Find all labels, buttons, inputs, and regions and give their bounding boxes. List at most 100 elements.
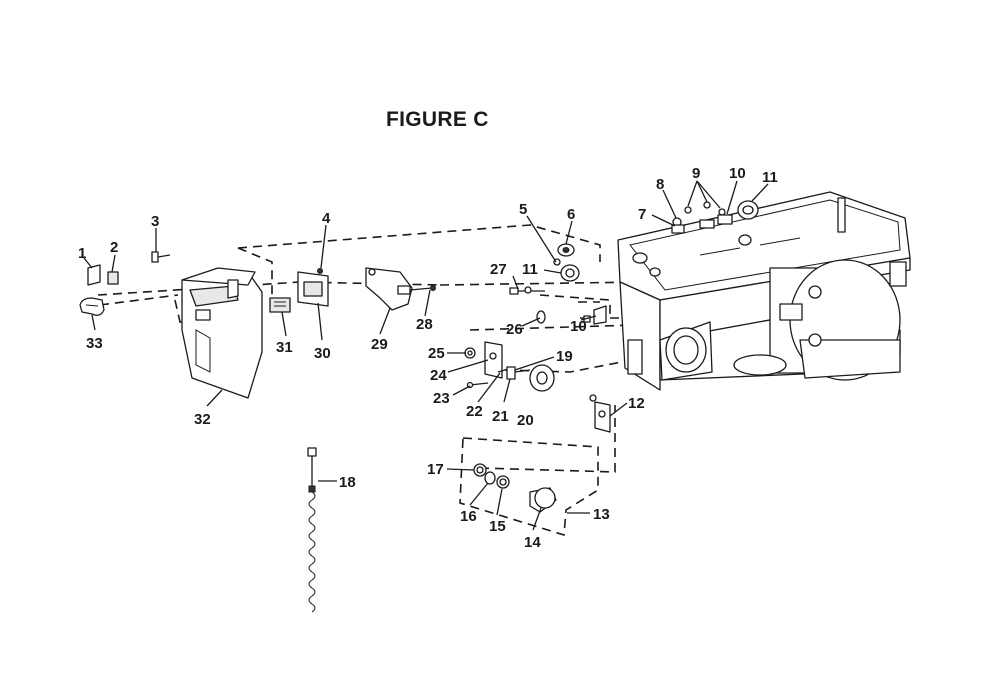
callout-labels: 1 2 3 4 5 6 7 8 9 10 11 27 11 26 10 25 1… (78, 165, 778, 551)
callout-3: 3 (151, 213, 159, 230)
callout-11-mid: 11 (522, 261, 538, 278)
callout-22: 22 (466, 403, 483, 420)
leader-23 (452, 385, 471, 396)
callout-31: 31 (276, 339, 293, 356)
dash-washer-line (539, 294, 611, 318)
switch-parts (473, 394, 611, 513)
part-9-screw-b (703, 201, 711, 209)
casting-hole-1 (632, 252, 648, 264)
cord-plug (307, 447, 317, 457)
casting-top-inner (629, 199, 901, 291)
callout-15: 15 (489, 518, 506, 535)
part-32-label-area (195, 329, 211, 373)
motor-bolt-top (808, 285, 822, 299)
part-28-screw-head (430, 285, 436, 291)
leader-6 (565, 220, 573, 245)
leader-15 (496, 488, 503, 516)
dash-bracket-line (469, 324, 636, 331)
part-21-spacer (506, 366, 516, 380)
casting-right-tab (889, 261, 907, 287)
part-2-clip (107, 271, 119, 285)
motor-base (799, 339, 901, 379)
leader-22 (477, 372, 501, 403)
part-27-nut (524, 286, 532, 294)
dash-front-right (439, 281, 641, 305)
part-24-bracket (484, 341, 503, 379)
leader-27 (512, 275, 519, 290)
part-18-cord (307, 447, 317, 613)
dash-top-left-drop (237, 247, 273, 300)
leader-19 (514, 356, 555, 371)
callout-17: 17 (427, 461, 444, 478)
leader-1 (83, 257, 93, 269)
callout-12: 12 (628, 395, 645, 412)
front-housing-parts (79, 251, 436, 399)
part-12-screw (589, 394, 597, 402)
callout-8: 8 (656, 176, 664, 193)
cord-strain-relief (308, 485, 316, 493)
part-31-switch (269, 297, 291, 313)
casting-hole-2 (649, 267, 661, 277)
leader-21 (503, 378, 511, 403)
callout-10-top: 10 (729, 165, 746, 182)
part-32-switch-slot (195, 309, 211, 321)
part-28-screw-shank (409, 287, 433, 291)
callout-10-mid: 10 (570, 318, 587, 335)
leader-12 (609, 402, 628, 417)
part-12-hole (598, 410, 606, 418)
part-27-screw-head (509, 287, 519, 295)
callout-20: 20 (517, 412, 534, 429)
part-17-nut-hole (476, 466, 484, 474)
leader-17 (446, 468, 475, 471)
callout-11-top: 11 (762, 169, 778, 186)
part-10-clip (717, 214, 733, 225)
leader-lines (83, 180, 769, 531)
part-24-hole (489, 352, 497, 360)
part-7-clip (671, 224, 685, 234)
leader-10 (726, 180, 738, 215)
leader-4 (320, 224, 327, 269)
part-9-screw-a (684, 206, 692, 214)
callout-28: 28 (416, 316, 433, 333)
callout-25: 25 (428, 345, 445, 362)
part-3-screw-head (151, 251, 159, 263)
leader-11-top (751, 183, 769, 202)
callout-21: 21 (492, 408, 509, 425)
callout-24: 24 (430, 367, 447, 384)
figure-title: FIGURE C (386, 108, 489, 131)
part-11-grommet-hole (565, 268, 575, 278)
callout-33: 33 (86, 335, 103, 352)
leader-11-mid (543, 269, 562, 274)
callout-7: 7 (638, 206, 646, 223)
leader-28 (424, 289, 431, 317)
part-33-knob-detail (85, 304, 99, 307)
leader-5 (526, 215, 557, 263)
callout-19: 19 (556, 348, 573, 365)
leader-30 (317, 302, 323, 341)
part-29-cover (365, 267, 413, 311)
leader-29 (379, 307, 391, 335)
leader-10-mid (580, 315, 597, 321)
part-25-nut-hole (467, 350, 473, 356)
cord-gooseneck (308, 491, 316, 613)
callout-6: 6 (567, 206, 575, 223)
leader-32 (206, 389, 223, 407)
callout-27: 27 (490, 261, 507, 278)
part-20-knob-inner (536, 371, 548, 385)
leader-33 (91, 314, 96, 331)
casting-hole-3 (738, 234, 752, 246)
part-16-washer (484, 471, 496, 485)
leader-8 (662, 189, 677, 219)
callout-14: 14 (524, 534, 541, 551)
callout-32: 32 (194, 411, 211, 428)
leader-9 (687, 180, 721, 209)
callout-9: 9 (692, 165, 700, 182)
part-14-knob-face (534, 487, 556, 509)
part-6-hole (562, 247, 570, 253)
part-30-display (303, 281, 323, 297)
callout-13: 13 (593, 506, 610, 523)
callout-23: 23 (433, 390, 450, 407)
part-32-display-window (189, 285, 239, 307)
